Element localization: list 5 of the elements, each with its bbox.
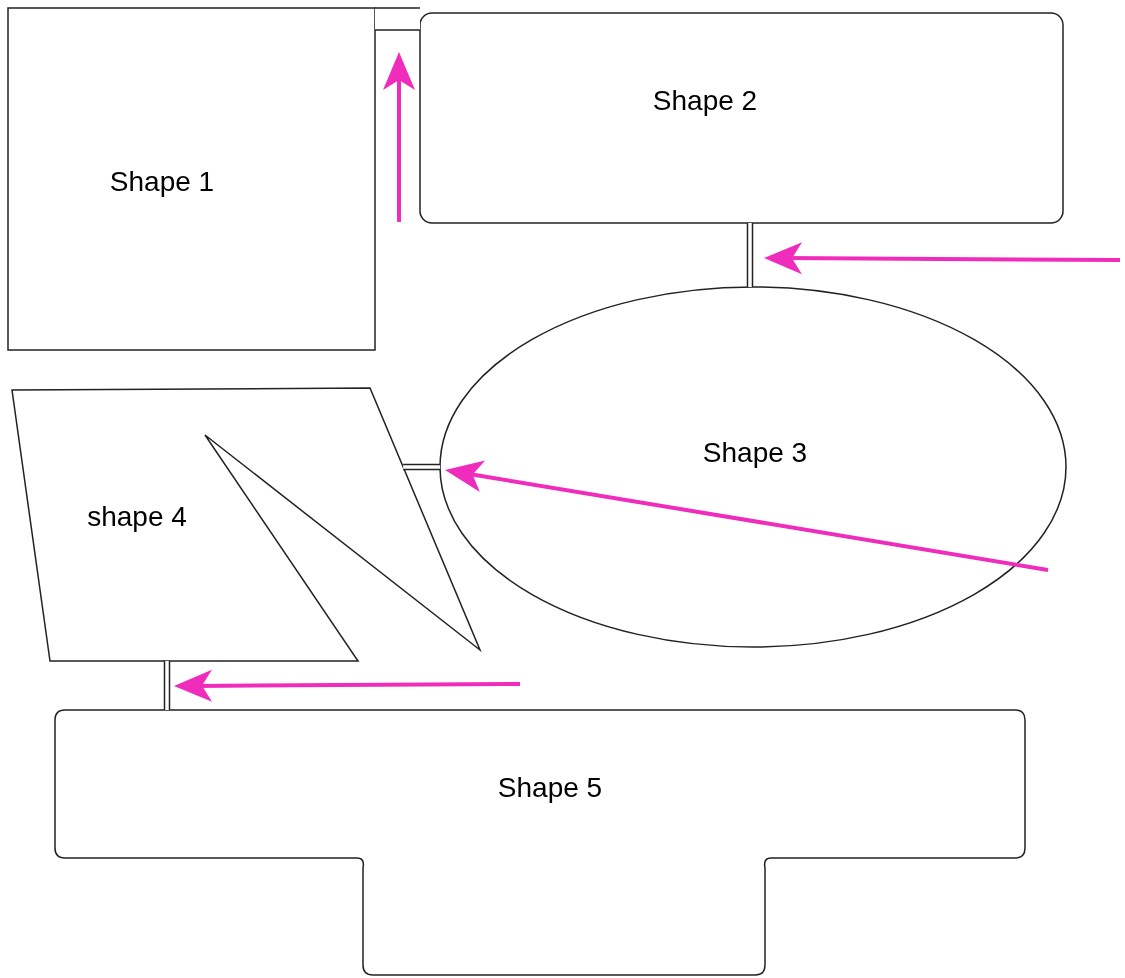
shape-label: Shape 3 bbox=[702, 437, 808, 469]
shape-label: shape 4 bbox=[87, 501, 187, 533]
shape-label: Shape 2 bbox=[652, 85, 758, 117]
shape-label: Shape 1 bbox=[109, 166, 215, 198]
shape-label: Shape 5 bbox=[497, 772, 603, 804]
